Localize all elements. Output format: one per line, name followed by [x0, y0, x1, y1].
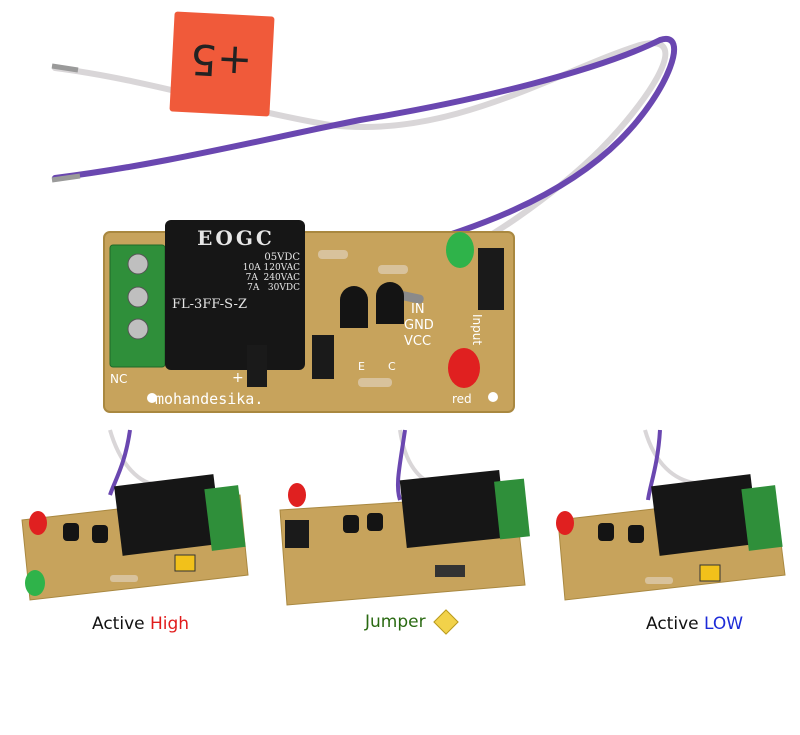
plus5-tag-label: +5	[188, 34, 254, 87]
plus-label: +	[232, 370, 244, 386]
relay-brand: EOGC	[197, 226, 275, 250]
relay	[165, 220, 305, 370]
small-board-jumper-drawing	[279, 429, 530, 606]
relay-voltage: 05VDC	[264, 252, 300, 263]
red-label: red	[452, 392, 472, 406]
input-label: Input	[470, 314, 484, 346]
caption-high-word: High	[150, 614, 190, 634]
brand-text: mohandesika.	[155, 390, 264, 408]
plus5-tag: +5	[169, 11, 275, 117]
relay-rating-3: 7A 30VDC	[247, 283, 300, 293]
caption-jumper-text: Jumper	[365, 612, 426, 632]
pin-gnd-label: GND	[404, 318, 434, 333]
caption-active-low: Active LOW	[646, 614, 743, 634]
caption-low-word: LOW	[704, 614, 744, 634]
emitter-label: E	[358, 360, 365, 373]
relay-model: FL-3FF-S-Z	[172, 297, 247, 312]
red-led	[448, 348, 480, 388]
main-relay-module	[51, 35, 678, 413]
small-board-high	[10, 425, 260, 610]
caption-active-high: Active High	[92, 614, 189, 634]
caption-high-prefix: Active	[92, 614, 150, 634]
main-relay-module-drawing	[51, 35, 678, 413]
small-board-jumper	[275, 425, 535, 610]
relay-rating-2: 7A 240VAC	[245, 273, 300, 283]
small-board-low	[550, 425, 795, 610]
small-board-high-drawing	[21, 429, 249, 601]
small-board-low-drawing	[556, 429, 786, 601]
jumper-icon	[433, 609, 459, 635]
collector-label: C	[388, 360, 396, 373]
pin-in-label: IN	[411, 302, 425, 317]
caption-low-prefix: Active	[646, 614, 704, 634]
relay-markings: EOGC 05VDC 10A 120VAC 7A 240VAC 7A 30VDC…	[172, 226, 300, 312]
green-led	[446, 232, 474, 268]
relay-rating-1: 10A 120VAC	[242, 263, 300, 273]
pin-vcc-label: VCC	[404, 334, 432, 349]
caption-jumper: Jumper	[365, 609, 459, 635]
nc-label: NC	[110, 372, 128, 386]
